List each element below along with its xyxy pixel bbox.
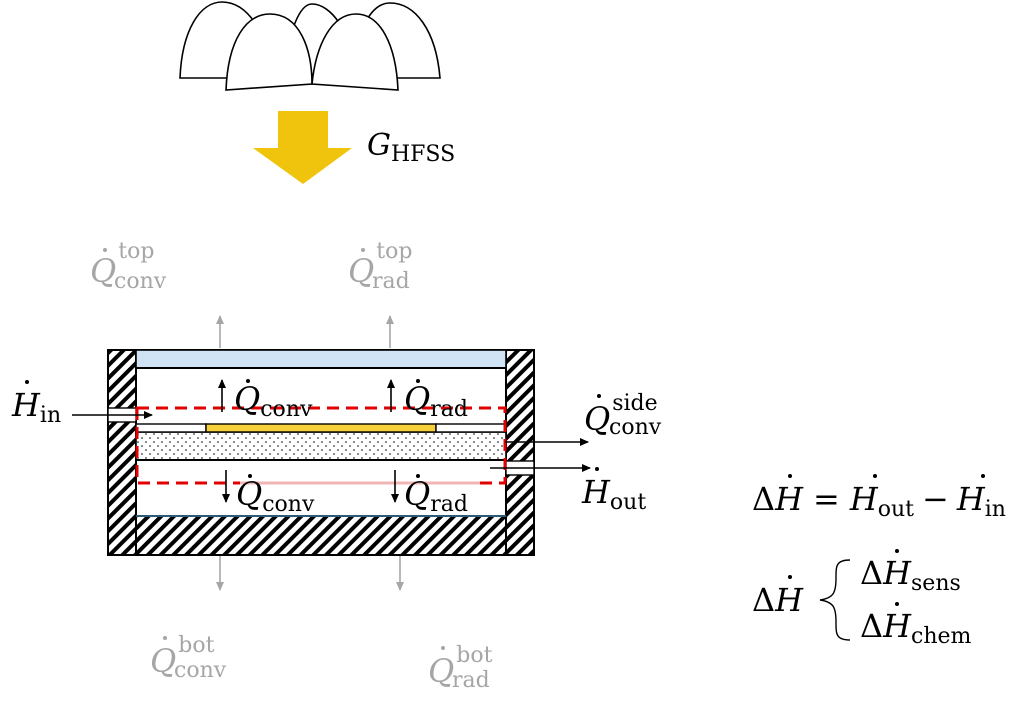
dot-q-rad-inner-top: [416, 379, 420, 383]
plate-left: [135, 423, 207, 433]
plate-right: [435, 423, 507, 433]
reactor-housing: [107, 349, 535, 556]
q-conv-inner-bottom-label: Qconv: [236, 475, 315, 517]
h-in-label: Hin: [11, 386, 61, 428]
enthalpy-split: ΔH ΔHsens ΔHchem: [752, 549, 972, 649]
energy-balance-equation: ΔH=Hout−Hin: [752, 474, 1006, 522]
dot-q-conv-inner-top: [246, 379, 250, 383]
delta-h-split-lhs: ΔH: [752, 581, 804, 619]
h-out-label: Hout: [581, 473, 646, 515]
delta-h-sens: ΔHsens: [860, 554, 961, 596]
bottom-insulation: [135, 515, 507, 556]
radiation-arrow: [253, 111, 352, 184]
dot-q-rad-bottom: [441, 646, 445, 650]
dot-h-in: [25, 380, 29, 384]
q-rad-top-dot: [361, 248, 365, 252]
porous-layer: [135, 431, 507, 461]
flux-label: GHFSS: [367, 128, 455, 167]
dot-q-conv-bottom: [163, 636, 167, 640]
delta-h-equation: ΔH=Hout−Hin: [752, 480, 1006, 522]
dot-q-conv-inner-bottom: [248, 474, 252, 478]
dot-q-rad-inner-bottom: [416, 474, 420, 478]
right-insulation-wall: [505, 349, 535, 556]
curly-brace: [819, 559, 851, 641]
q-rad-inner-top-label: Qrad: [404, 380, 468, 422]
dot-h-out: [595, 467, 599, 471]
absorber-plate: [205, 423, 437, 433]
left-insulation-wall: [107, 349, 137, 556]
lamp-array-icon: [179, 1, 441, 91]
q-conv-inner-top-label: Qconv: [234, 380, 313, 422]
dot-q-side: [597, 394, 601, 398]
q-rad-inner-bottom-label: Qrad: [404, 475, 468, 517]
q-conv-top-dot: [103, 248, 107, 252]
glass-window: [135, 349, 507, 369]
delta-h-chem: ΔHchem: [860, 607, 972, 649]
